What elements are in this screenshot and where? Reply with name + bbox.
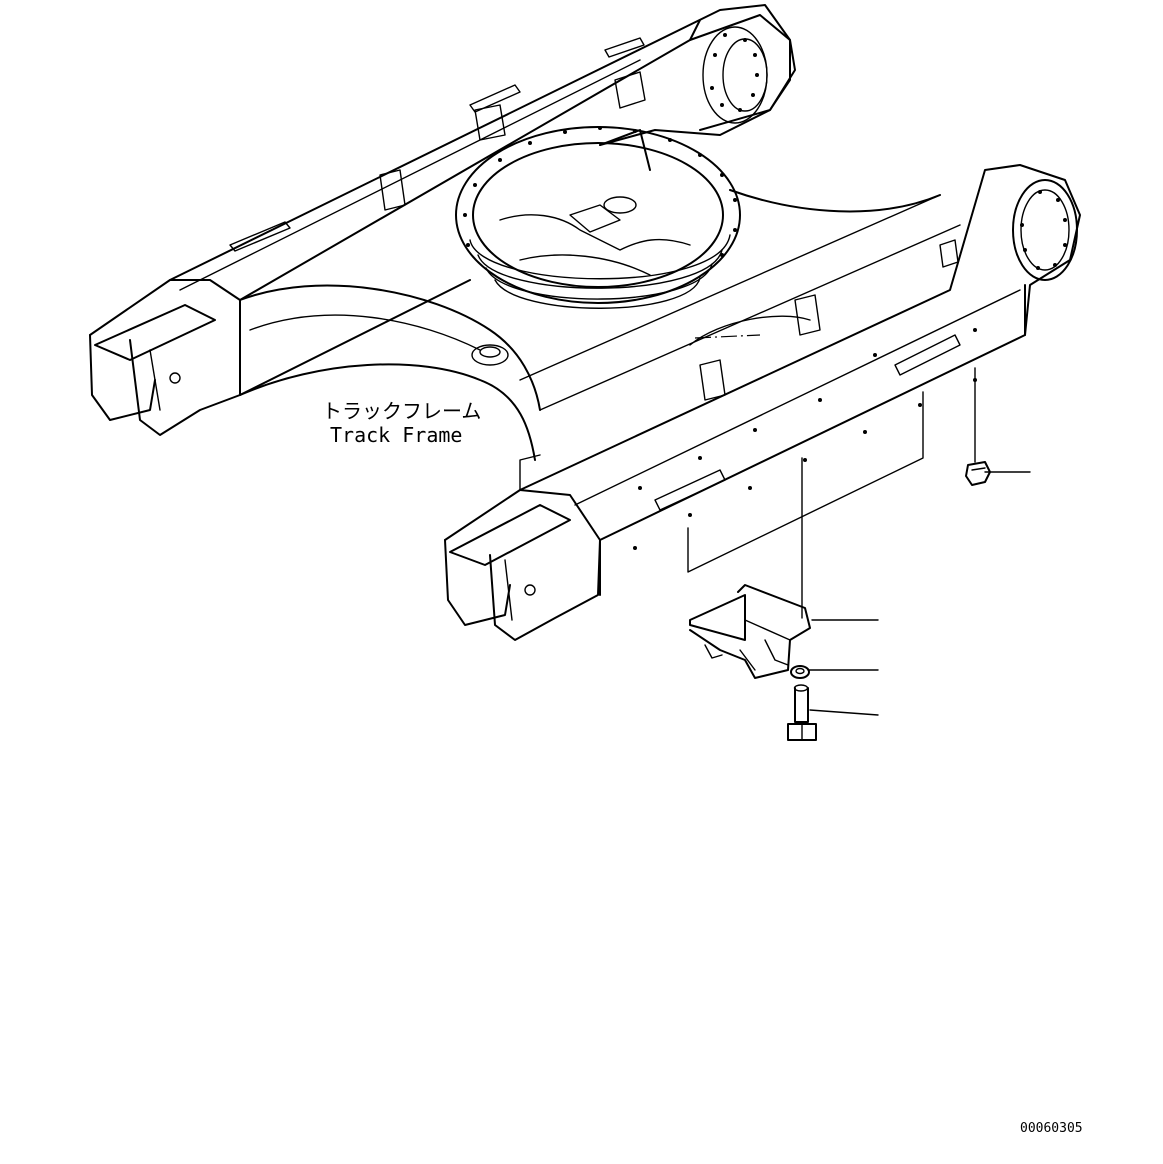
frame-label-en: Track Frame xyxy=(330,423,462,447)
lower-side-member xyxy=(444,164,1081,641)
bolt xyxy=(787,684,817,741)
drawing-code: 00060305 xyxy=(1020,1121,1083,1136)
callout-leaders xyxy=(807,471,1031,716)
frame-label-jp: トラックフレーム xyxy=(322,399,481,423)
track-guard xyxy=(689,584,811,679)
upper-side-member xyxy=(89,4,796,436)
plug xyxy=(965,461,991,486)
washer xyxy=(790,665,810,679)
center-body xyxy=(239,126,961,461)
reference-lines xyxy=(687,367,976,619)
